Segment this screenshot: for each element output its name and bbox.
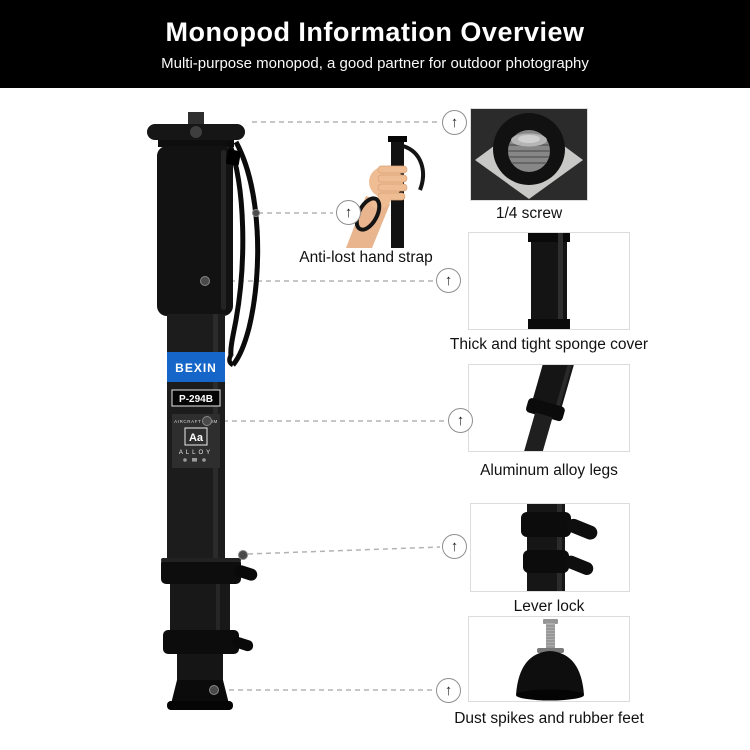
brand-band <box>167 352 225 382</box>
lock-collar-1 <box>161 558 241 584</box>
leader-lever-lock <box>247 546 441 555</box>
callout-sponge-cover: ↑ <box>436 268 461 293</box>
top-screw <box>188 112 204 125</box>
rubber-foot <box>171 680 229 704</box>
feature-label-rubber-feet: Dust spikes and rubber feet <box>454 710 644 727</box>
feature-label-alloy-legs: Aluminum alloy legs <box>480 462 618 479</box>
lock-collar-2 <box>163 630 239 654</box>
lock-lever-1 <box>234 565 258 581</box>
lever-lock-image <box>471 504 629 591</box>
up-arrow-icon: ↑ <box>444 272 453 289</box>
header-banner: Monopod Information Overview Multi-purpo… <box>0 0 750 88</box>
thumb-rubber-feet <box>468 616 630 702</box>
thumb-lever-lock <box>470 503 630 592</box>
brand-label: BEXIN <box>175 361 217 375</box>
sponge-cover-image <box>469 233 629 329</box>
spec-alloy-label: ALLOY <box>179 450 213 456</box>
anchor-dots <box>200 209 260 695</box>
thumb-hand-strap <box>334 136 434 248</box>
feature-label-quarter-screw: 1/4 screw <box>495 205 563 222</box>
spec-aa-label: Aa <box>189 432 204 444</box>
model-tag <box>171 389 221 407</box>
callout-rubber-feet: ↑ <box>436 678 461 703</box>
monopod-illustration: BEXIN P-294B AIRCRAFT ALUM Aa ALLOY <box>147 112 261 710</box>
callout-quarter-screw: ↑ <box>442 110 467 135</box>
feature-label-sponge-cover: Thick and tight sponge cover <box>449 336 649 353</box>
page-title: Monopod Information Overview <box>165 16 585 47</box>
wrist-strap <box>226 140 261 368</box>
up-arrow-icon: ↑ <box>344 204 353 221</box>
foam-grip <box>157 146 233 316</box>
callout-hand-strap: ↑ <box>336 200 361 225</box>
up-arrow-icon: ↑ <box>444 682 453 699</box>
page-subtitle: Multi-purpose monopod, a good partner fo… <box>161 54 589 72</box>
thumb-alloy-legs <box>468 364 630 452</box>
callout-lever-lock: ↑ <box>442 534 467 559</box>
callout-alloy-legs: ↑ <box>448 408 473 433</box>
thumb-sponge-cover <box>468 232 630 330</box>
model-label: P-294B <box>179 394 213 405</box>
lock-lever-2 <box>232 637 254 652</box>
alloy-legs-image <box>469 365 629 451</box>
up-arrow-icon: ↑ <box>456 412 465 429</box>
feature-label-lever-lock: Lever lock <box>513 598 585 615</box>
hand-strap-image <box>334 136 434 248</box>
up-arrow-icon: ↑ <box>450 114 459 131</box>
rubber-feet-image <box>469 617 629 701</box>
up-arrow-icon: ↑ <box>450 538 459 555</box>
quarter-screw-image <box>471 109 587 200</box>
monopod-diagram: BEXIN P-294B AIRCRAFT ALUM Aa ALLOY <box>147 112 445 710</box>
thumb-quarter-screw <box>470 108 588 201</box>
spec-top-label: AIRCRAFT ALUM <box>174 419 218 424</box>
feature-label-hand-strap: Anti-lost hand strap <box>299 249 433 266</box>
leader-lines <box>212 121 445 691</box>
